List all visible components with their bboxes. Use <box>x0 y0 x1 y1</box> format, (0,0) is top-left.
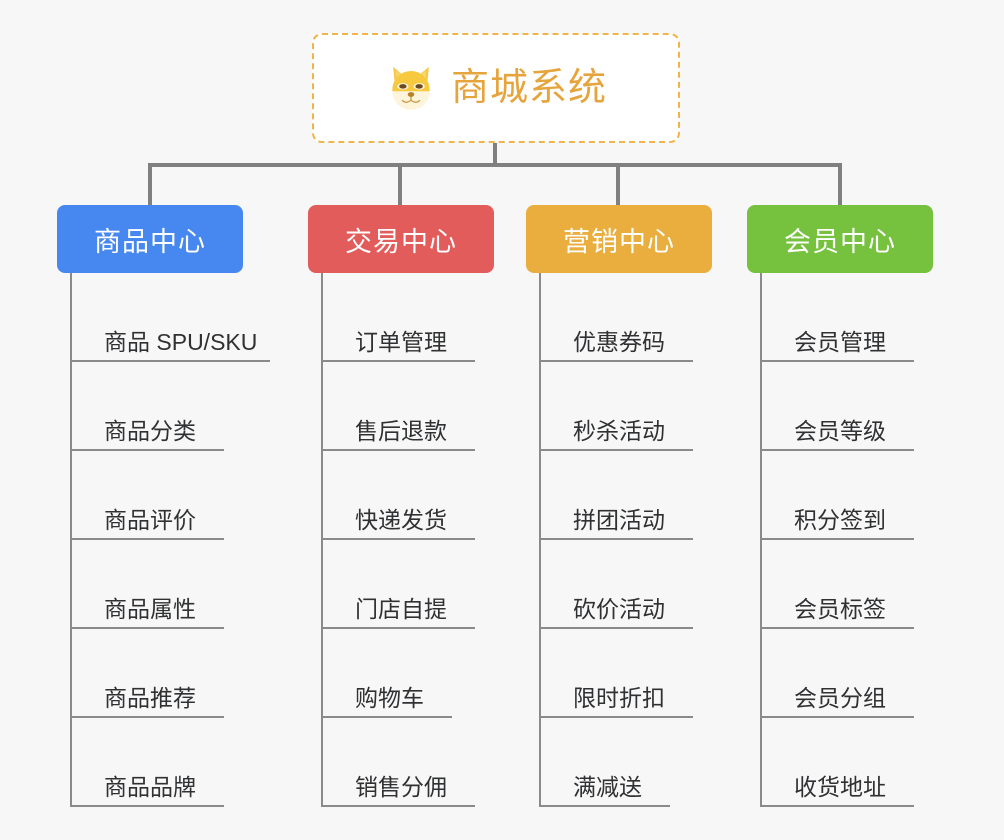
leaf-item-label: 售后退款 <box>355 418 447 444</box>
leaf-item-underline <box>321 716 452 718</box>
root-title: 商城系统 <box>450 67 607 109</box>
leaf-item[interactable]: 售后退款 <box>321 362 551 451</box>
leaf-item-label: 商品分类 <box>104 418 196 444</box>
leaf-item-underline <box>760 360 914 362</box>
leaf-item-label: 限时折扣 <box>573 685 665 711</box>
leaf-item-label: 会员标签 <box>794 596 886 622</box>
leaf-item-label: 商品 SPU/SKU <box>104 329 258 355</box>
leaf-item[interactable]: 会员等级 <box>760 362 990 451</box>
leaf-item-underline <box>539 449 693 451</box>
leaf-item-label: 商品属性 <box>104 596 196 622</box>
leaf-item-label: 销售分佣 <box>355 774 447 800</box>
leaf-item[interactable]: 优惠券码 <box>539 273 769 362</box>
leaf-item[interactable]: 收货地址 <box>760 718 990 807</box>
leaf-item-underline <box>760 716 914 718</box>
leaf-item-label: 砍价活动 <box>573 596 665 622</box>
leaf-item[interactable]: 会员管理 <box>760 273 990 362</box>
leaf-item-underline <box>321 449 475 451</box>
category-box-marketing[interactable]: 营销中心 <box>526 205 712 273</box>
category-label: 营销中心 <box>563 226 675 257</box>
leaf-item-label: 满减送 <box>573 774 642 800</box>
leaf-item-label: 快递发货 <box>355 507 447 533</box>
category-label: 交易中心 <box>345 226 457 257</box>
leaf-item-underline <box>70 627 224 629</box>
leaf-item[interactable]: 会员分组 <box>760 629 990 718</box>
leaf-item[interactable]: 积分签到 <box>760 451 990 540</box>
root-node[interactable]: 商城系统 <box>312 33 680 143</box>
leaf-item-label: 积分签到 <box>794 507 886 533</box>
leaf-item-label: 门店自提 <box>355 596 447 622</box>
category-box-product[interactable]: 商品中心 <box>57 205 243 273</box>
leaf-item-label: 拼团活动 <box>573 507 665 533</box>
leaf-trunk-line <box>539 273 541 807</box>
leaf-item[interactable]: 商品推荐 <box>70 629 300 718</box>
leaf-item-label: 优惠券码 <box>573 329 665 355</box>
leaf-item-underline <box>321 805 475 807</box>
leaf-item[interactable]: 商品评价 <box>70 451 300 540</box>
category-label: 商品中心 <box>94 226 206 257</box>
leaf-item[interactable]: 销售分佣 <box>321 718 551 807</box>
leaf-item-label: 购物车 <box>355 685 424 711</box>
leaf-item-underline <box>539 627 693 629</box>
leaf-item-label: 商品推荐 <box>104 685 196 711</box>
leaf-item-underline <box>760 627 914 629</box>
leaf-item[interactable]: 商品属性 <box>70 540 300 629</box>
leaf-item-label: 会员管理 <box>794 329 886 355</box>
leaf-item-underline <box>760 538 914 540</box>
leaf-item-label: 商品品牌 <box>104 774 196 800</box>
leaf-item-underline <box>321 360 475 362</box>
category-box-member[interactable]: 会员中心 <box>747 205 933 273</box>
category-label: 会员中心 <box>784 226 896 257</box>
leaf-item-underline <box>321 538 475 540</box>
leaf-item[interactable]: 购物车 <box>321 629 551 718</box>
leaf-item[interactable]: 会员标签 <box>760 540 990 629</box>
connector-drop-2 <box>398 165 402 207</box>
connector-drop-3 <box>616 165 620 207</box>
leaf-item[interactable]: 快递发货 <box>321 451 551 540</box>
leaf-item-label: 秒杀活动 <box>573 418 665 444</box>
leaf-item-label: 收货地址 <box>794 774 886 800</box>
leaf-item[interactable]: 拼团活动 <box>539 451 769 540</box>
leaf-item[interactable]: 砍价活动 <box>539 540 769 629</box>
leaf-item[interactable]: 限时折扣 <box>539 629 769 718</box>
leaf-item[interactable]: 秒杀活动 <box>539 362 769 451</box>
leaf-item-underline <box>539 716 693 718</box>
category-box-trade[interactable]: 交易中心 <box>308 205 494 273</box>
leaf-item-label: 商品评价 <box>104 507 196 533</box>
leaf-item-underline <box>539 360 693 362</box>
leaf-item-underline <box>321 627 475 629</box>
leaf-item-underline <box>70 716 224 718</box>
leaf-item-underline <box>70 805 224 807</box>
leaf-item-label: 会员等级 <box>794 418 886 444</box>
connector-drop-4 <box>838 165 842 207</box>
leaf-item-underline <box>760 449 914 451</box>
leaf-trunk-line <box>760 273 762 807</box>
leaf-item-underline <box>539 805 670 807</box>
connector-stem <box>493 143 497 167</box>
leaf-item-underline <box>70 538 224 540</box>
leaf-item-underline <box>70 360 270 362</box>
leaf-trunk-line <box>70 273 72 807</box>
leaf-item-underline <box>539 538 693 540</box>
shiba-dog-face-icon <box>392 66 430 110</box>
leaf-item[interactable]: 商品分类 <box>70 362 300 451</box>
leaf-trunk-line <box>321 273 323 807</box>
leaf-item[interactable]: 门店自提 <box>321 540 551 629</box>
leaf-item[interactable]: 订单管理 <box>321 273 551 362</box>
leaf-item-label: 会员分组 <box>794 685 886 711</box>
leaf-item[interactable]: 商品品牌 <box>70 718 300 807</box>
leaf-item[interactable]: 满减送 <box>539 718 769 807</box>
leaf-item[interactable]: 商品 SPU/SKU <box>70 273 300 362</box>
leaf-item-label: 订单管理 <box>355 329 447 355</box>
leaf-item-underline <box>760 805 914 807</box>
connector-horizontal-bar <box>148 163 842 167</box>
leaf-item-underline <box>70 449 224 451</box>
connector-drop-1 <box>148 165 152 207</box>
